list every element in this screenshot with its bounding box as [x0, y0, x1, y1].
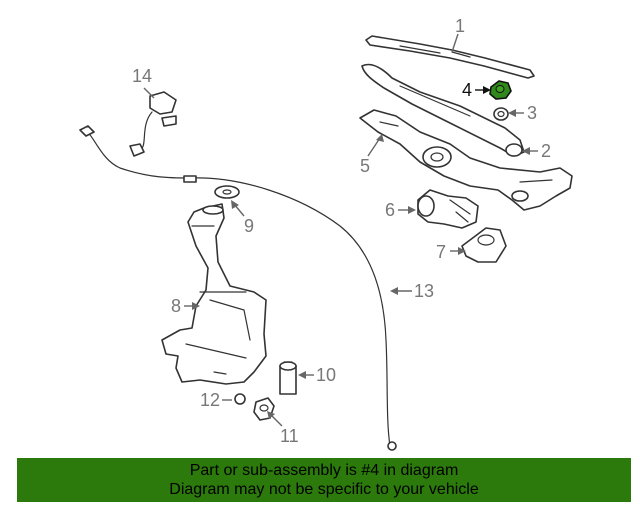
part-2-wiper-arm[interactable] [361, 63, 525, 157]
part-14-washer-nozzle[interactable] [129, 91, 177, 157]
part-13-washer-hose[interactable] [79, 125, 397, 451]
banner-line-2: Diagram may not be specific to your vehi… [169, 481, 479, 498]
callout-10: 10 [316, 365, 336, 385]
part-7-motor-cap[interactable] [461, 227, 507, 263]
part-3-washer[interactable] [493, 107, 509, 121]
callout-2: 2 [541, 141, 551, 161]
part-4-nut[interactable] [489, 80, 512, 100]
part-9-grommet[interactable] [214, 185, 240, 199]
part-6-wiper-motor[interactable] [417, 189, 479, 229]
callout-7: 7 [436, 242, 446, 262]
callout-12: 12 [200, 390, 220, 410]
callout-3: 3 [527, 103, 537, 123]
callout-6: 6 [385, 200, 395, 220]
banner-line-1: Part or sub-assembly is #4 in diagram [189, 462, 459, 479]
callout-11: 11 [280, 426, 299, 446]
callout-14: 14 [132, 66, 152, 86]
part-10-washer-pump[interactable] [279, 361, 297, 395]
callout-labels: 1 2 3 4 5 6 7 8 9 10 11 12 13 14 [132, 16, 551, 446]
callout-9: 9 [244, 216, 254, 236]
callout-8: 8 [171, 296, 181, 316]
part-8-washer-reservoir[interactable] [161, 203, 267, 385]
callout-1: 1 [455, 16, 465, 36]
callout-5: 5 [360, 156, 370, 176]
callout-13: 13 [414, 281, 434, 301]
parts-diagram: 1 2 3 4 5 6 7 8 9 10 11 12 13 14 [79, 16, 573, 451]
part-5-wiper-linkage[interactable] [359, 109, 573, 211]
info-banner: Part or sub-assembly is #4 in diagram Di… [17, 458, 631, 502]
part-1-wiper-blade[interactable] [365, 35, 535, 79]
leader-lines [143, 33, 538, 427]
part-12-seal[interactable] [234, 393, 246, 405]
callout-4: 4 [462, 80, 472, 100]
